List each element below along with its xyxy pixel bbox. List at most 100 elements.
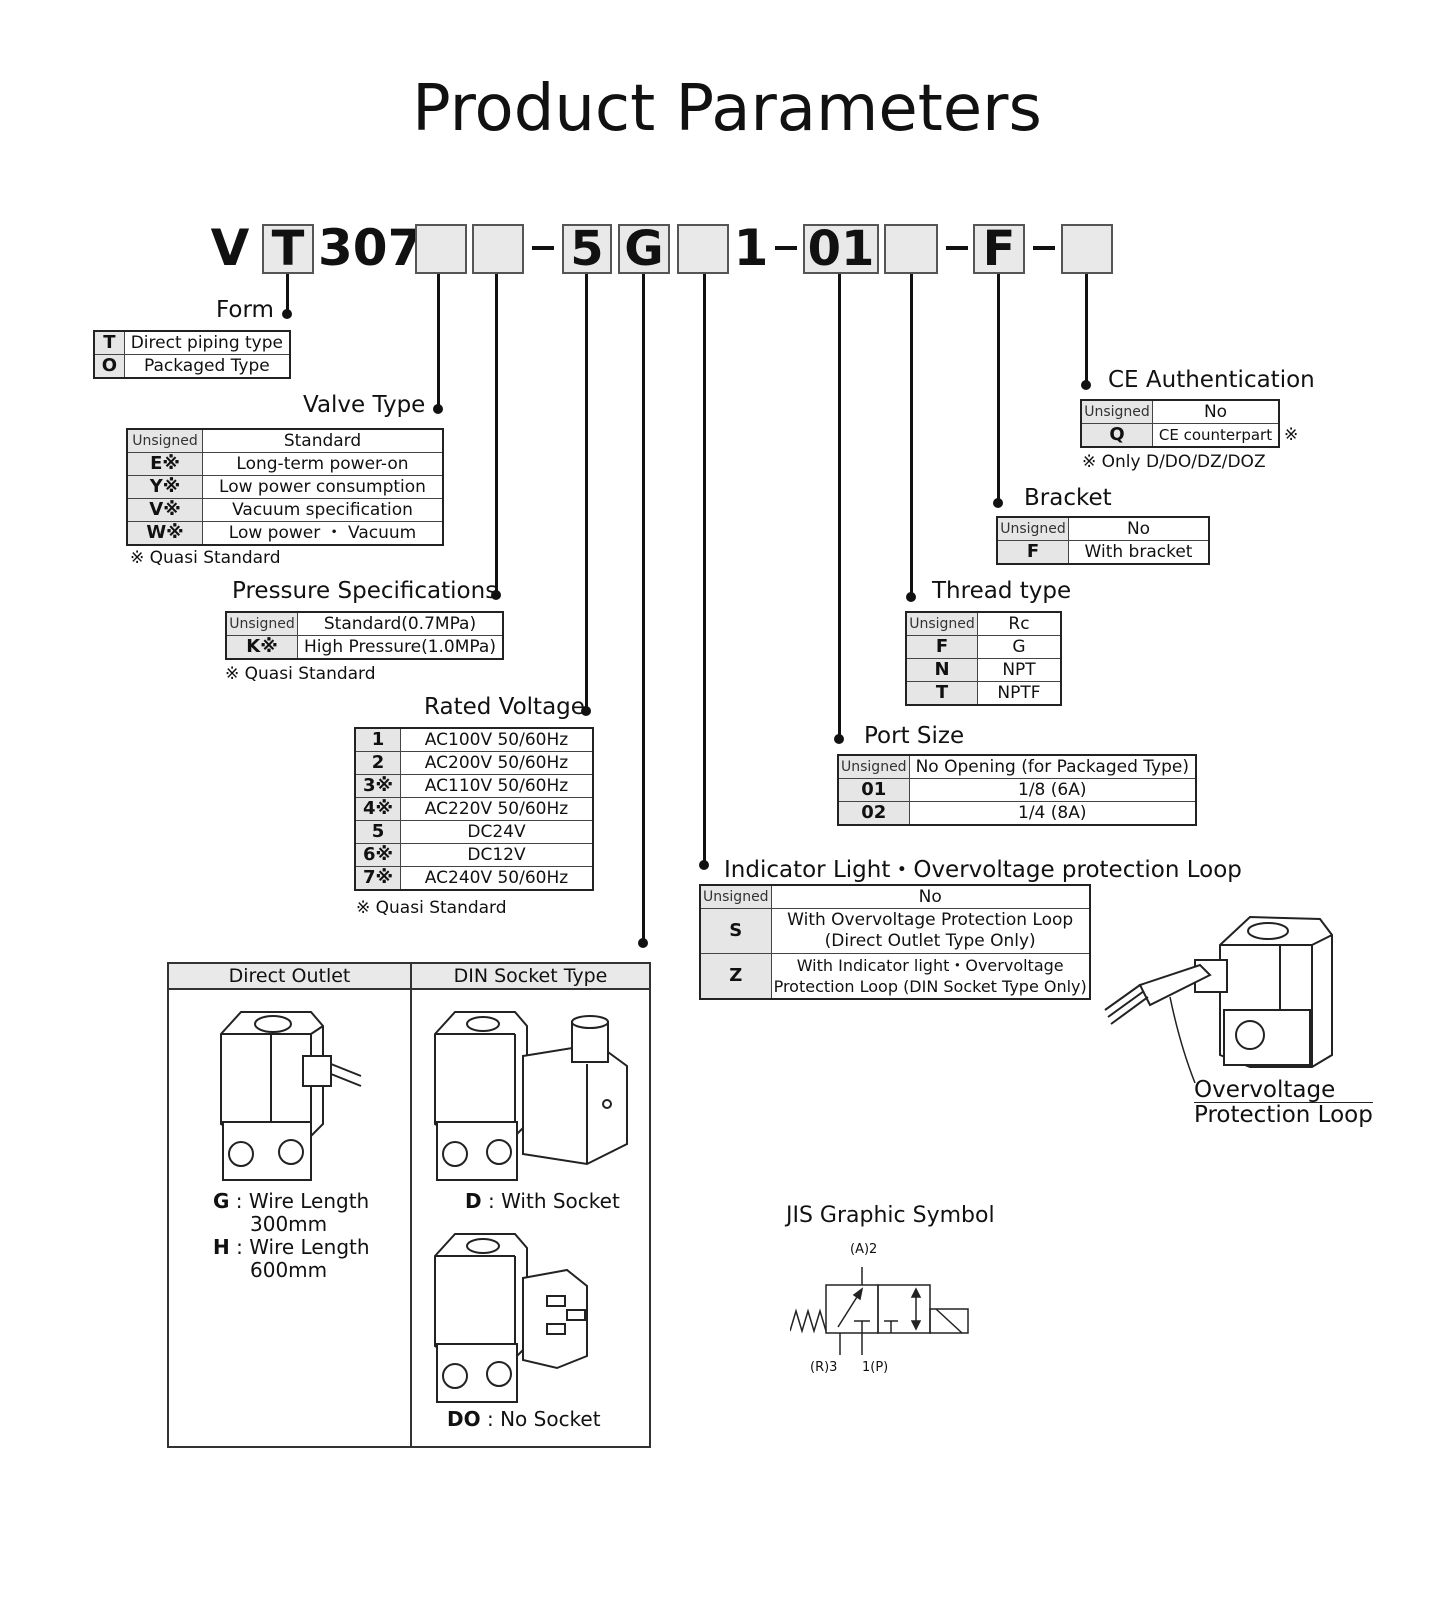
code-dash — [532, 246, 554, 250]
table-row: 6※DC12V — [354, 843, 594, 867]
leader-thread — [910, 274, 913, 596]
leader-dot — [906, 592, 916, 602]
valve-type-title: Valve Type — [303, 392, 426, 418]
code-series: 307 — [318, 219, 423, 277]
ce-note: ※ Only D/DO/DZ/DOZ — [1082, 452, 1266, 472]
din-socket-header: DIN Socket Type — [412, 964, 649, 990]
leader-ce — [1085, 274, 1088, 384]
leader-connection — [642, 274, 645, 942]
overvoltage-label: Overvoltage Protection Loop — [1194, 1077, 1373, 1128]
panel-divider — [410, 990, 412, 1446]
caption-g: G : Wire Length — [213, 1189, 370, 1213]
leader-dot — [581, 706, 591, 716]
jis-port-a2: (A)2 — [850, 1242, 878, 1257]
caption-g-length: 300mm — [250, 1212, 328, 1236]
page-title: Product Parameters — [412, 72, 1042, 146]
leader-dot — [491, 590, 501, 600]
voltage-title: Rated Voltage — [424, 694, 585, 720]
leader-dot — [993, 498, 1003, 508]
leader-indicator — [703, 274, 706, 864]
code-box-valve-type — [415, 224, 467, 274]
code-prefix: V — [210, 219, 250, 277]
pressure-title: Pressure Specifications — [232, 578, 498, 604]
code-box-form: T — [262, 224, 314, 274]
code-dash — [775, 246, 797, 250]
table-row: V※Vacuum specification — [126, 498, 444, 522]
table-row: 7※AC240V 50/60Hz — [354, 866, 594, 891]
overvoltage-valve-illustration — [1104, 915, 1333, 1084]
table-row: W※Low power ・ Vacuum — [126, 521, 444, 546]
pressure-note: ※ Quasi Standard — [225, 664, 376, 684]
din-socket-valve-image — [434, 1011, 628, 1181]
leader-pressure — [495, 274, 498, 594]
valve-type-note: ※ Quasi Standard — [130, 548, 281, 568]
leader-valve-type — [437, 274, 440, 408]
caption-do: DO : No Socket — [447, 1407, 601, 1431]
ce-mark: ※ — [1284, 425, 1299, 445]
leader-dot — [638, 938, 648, 948]
jis-port-r3: (R)3 — [810, 1360, 838, 1375]
ce-title: CE Authentication — [1108, 367, 1315, 393]
code-dash — [1033, 246, 1055, 250]
leader-form — [286, 274, 289, 314]
leader-dot — [1081, 380, 1091, 390]
jis-graphic-symbol — [790, 1267, 969, 1355]
leader-bracket — [997, 274, 1000, 502]
code-dash — [946, 246, 968, 250]
jis-title: JIS Graphic Symbol — [786, 1203, 995, 1228]
din-no-socket-valve-image — [434, 1233, 588, 1403]
code-one: 1 — [733, 219, 769, 277]
code-box-indicator — [677, 224, 729, 274]
bracket-title: Bracket — [1024, 485, 1112, 511]
leader-dot — [433, 404, 443, 414]
caption-h-length: 600mm — [250, 1258, 328, 1282]
port-title: Port Size — [864, 723, 965, 749]
form-title: Form — [216, 297, 274, 323]
socket-type-panel: Direct Outlet DIN Socket Type G : Wire L… — [167, 962, 651, 1448]
table-row: K※High Pressure(1.0MPa) — [225, 635, 504, 660]
direct-outlet-header: Direct Outlet — [169, 964, 412, 990]
voltage-note: ※ Quasi Standard — [356, 898, 507, 918]
code-box-thread — [884, 224, 938, 274]
code-box-connection: G — [618, 224, 670, 274]
leader-port — [838, 274, 841, 738]
code-box-ce — [1061, 224, 1113, 274]
table-row: Y※Low power consumption — [126, 475, 444, 499]
leader-dot — [834, 734, 844, 744]
leader-voltage — [585, 274, 588, 710]
table-row: 3※AC110V 50/60Hz — [354, 774, 594, 798]
caption-h: H : Wire Length — [213, 1235, 370, 1259]
indicator-title: Indicator Light・Overvoltage protection L… — [724, 857, 1242, 883]
code-box-port: 01 — [803, 224, 879, 274]
table-row: 4※AC220V 50/60Hz — [354, 797, 594, 821]
direct-outlet-valve-image — [220, 1011, 362, 1181]
